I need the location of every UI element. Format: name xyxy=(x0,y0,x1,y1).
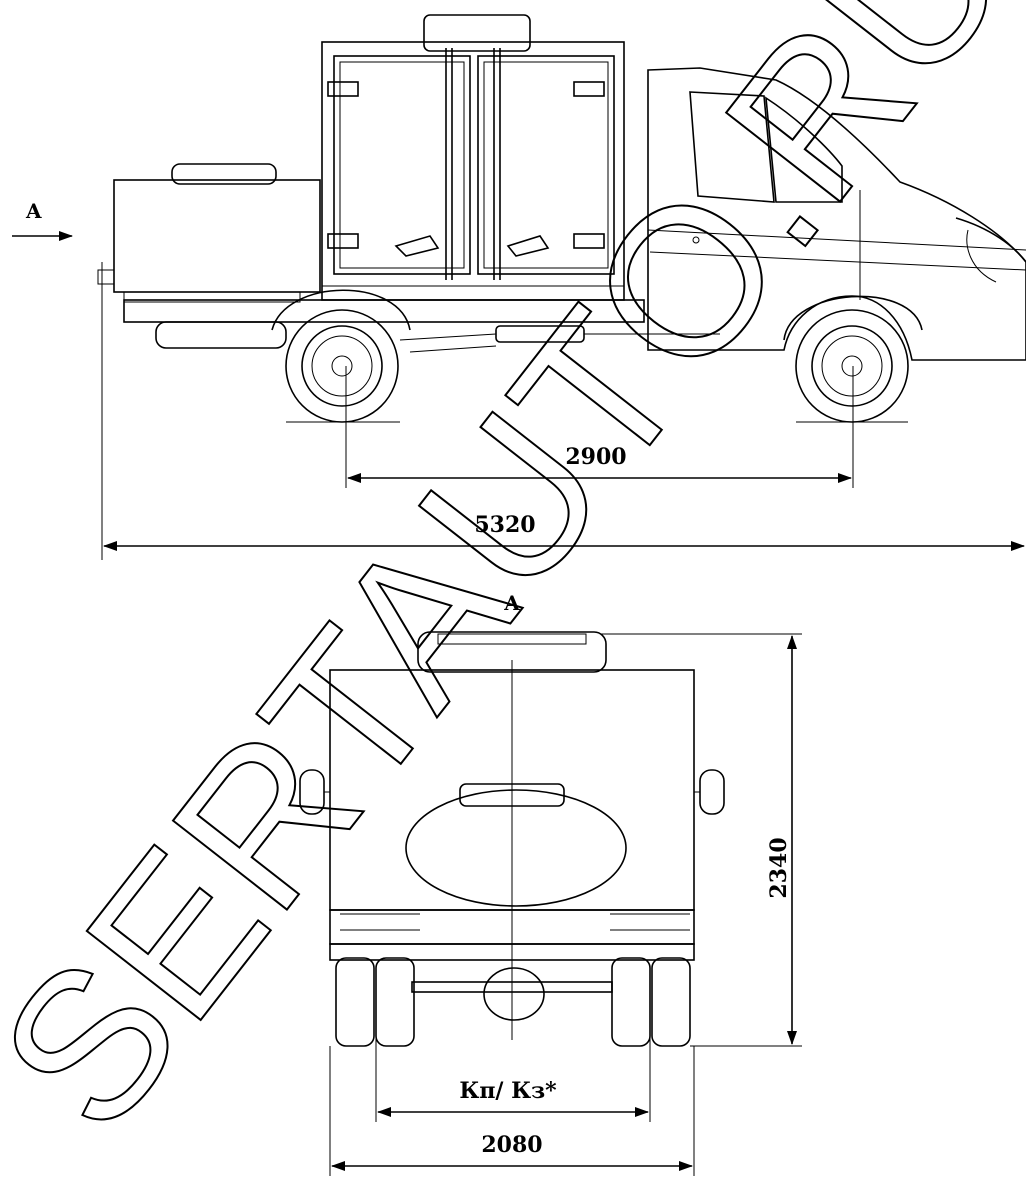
wheelbase-dimension-text: 2900 xyxy=(565,444,626,470)
view-a-arrow: A xyxy=(12,199,73,241)
overall-length-dimension: 5320 xyxy=(101,290,1025,560)
track-dimension: Кп/ Кз* xyxy=(375,1020,651,1122)
rear-view-label: A xyxy=(503,591,520,615)
width-dimension-text: 2080 xyxy=(481,1132,542,1158)
height-dimension-text: 2340 xyxy=(766,837,792,898)
width-dimension: 2080 xyxy=(329,1046,695,1176)
height-dimension: 2340 xyxy=(600,633,802,1047)
rear-view-vehicle xyxy=(299,631,725,1047)
wheelbase-dimension: 2900 xyxy=(345,366,854,488)
side-view-vehicle xyxy=(97,14,1026,423)
overall-length-dimension-text: 5320 xyxy=(474,512,535,538)
track-dimension-text: Кп/ Кз* xyxy=(459,1078,557,1104)
view-a-arrow-label: A xyxy=(25,199,42,223)
